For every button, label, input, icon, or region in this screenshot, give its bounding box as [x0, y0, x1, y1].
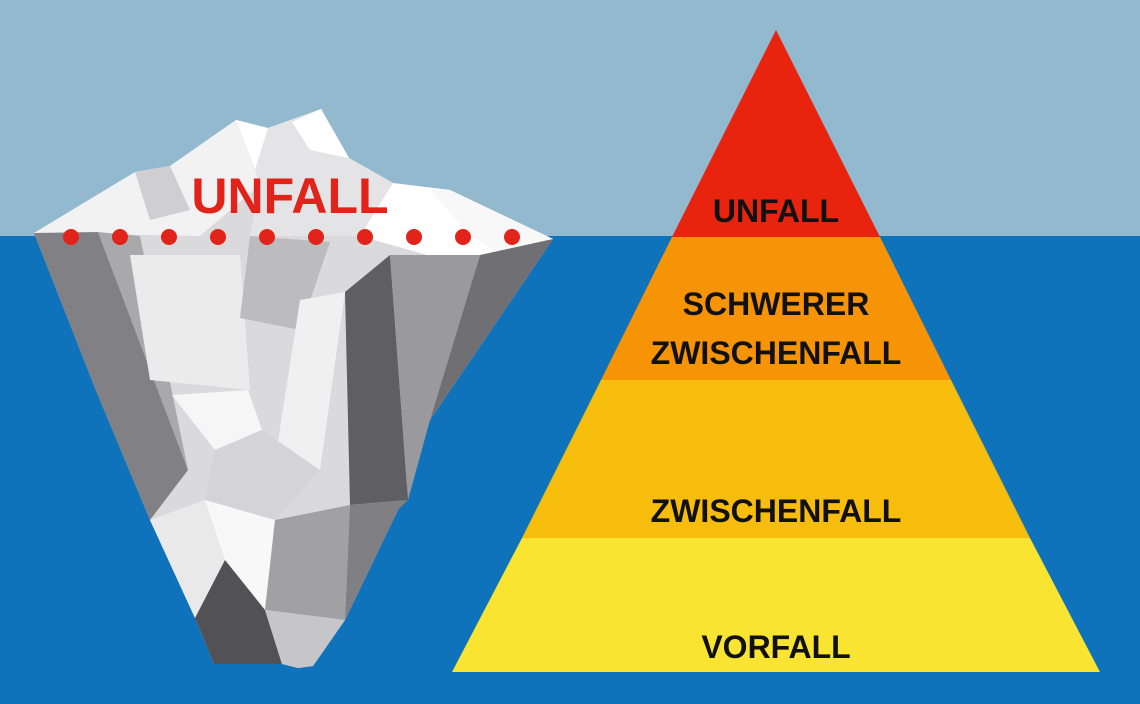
pyramid-level-vorfall [452, 538, 1100, 672]
pyramid-level-unfall [672, 30, 880, 237]
iceberg: UNFALL [34, 109, 553, 668]
waterline-dots [63, 229, 520, 245]
iceberg-body-facet [205, 500, 275, 610]
waterline-dot [63, 229, 79, 245]
iceberg-body-facet [265, 505, 350, 620]
iceberg-body-facet [390, 255, 480, 500]
iceberg-body-facet [430, 239, 553, 420]
pyramid-level-zwischenfall [522, 380, 1030, 538]
waterline-dot [308, 229, 324, 245]
waterline-dot [210, 229, 226, 245]
iceberg-body-facet [130, 255, 250, 390]
waterline-dot [504, 229, 520, 245]
iceberg-body-facet [150, 500, 225, 618]
iceberg-body-facet [195, 560, 282, 664]
pyramid-label-vorfall: VORFALL [701, 629, 850, 665]
pyramid-level-schwerer-zwischenfall [601, 237, 951, 380]
iceberg-body-facet [205, 430, 320, 520]
iceberg-body-facet [275, 292, 345, 470]
iceberg-tip-facet [292, 109, 349, 158]
pyramid-label-schwerer-zwischenfall: ZWISCHENFALL [651, 335, 902, 371]
pyramid-label-zwischenfall: ZWISCHENFALL [651, 493, 902, 529]
waterline-dot [357, 229, 373, 245]
iceberg-tip-facet [135, 166, 190, 220]
waterline-dot [112, 229, 128, 245]
iceberg-body-facet [265, 610, 345, 668]
pyramid-label-unfall: UNFALL [713, 193, 839, 229]
iceberg-body-facet [34, 232, 188, 520]
iceberg-tip-facet [236, 120, 268, 170]
iceberg-tip-facet [236, 109, 393, 236]
iceberg-body-facet [172, 390, 262, 450]
iceberg-body-facet [345, 255, 408, 505]
iceberg-label: UNFALL [191, 168, 388, 224]
waterline-dot [161, 229, 177, 245]
waterline-dot [259, 229, 275, 245]
iceberg-body-facet [345, 500, 408, 620]
waterline-dot [455, 229, 471, 245]
incident-pyramid: UNFALL SCHWERER ZWISCHENFALL ZWISCHENFAL… [452, 30, 1100, 672]
pyramid-label-schwerer: SCHWERER [683, 286, 870, 322]
iceberg-body-facet [98, 232, 188, 470]
waterline-dot [406, 229, 422, 245]
